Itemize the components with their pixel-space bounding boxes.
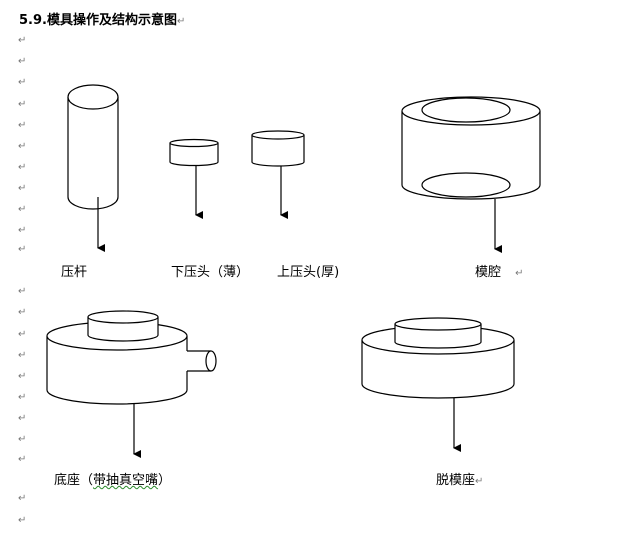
upper-punch-shape: [251, 130, 305, 219]
base-label-prefix: 底座（: [54, 473, 94, 488]
rod-label: 压杆: [61, 265, 88, 280]
lower-punch-shape: [169, 138, 219, 219]
paragraph-mark: ↵: [18, 434, 27, 445]
base-label-suffix: ）: [158, 473, 172, 488]
demold-seat-label-text: 脱模座: [436, 473, 476, 488]
document-heading: 5.9.模具操作及结构示意图↵: [19, 9, 185, 28]
paragraph-mark: ↵: [18, 286, 27, 297]
base-shape: [46, 310, 217, 458]
heading-text: 模具操作及结构示意图: [46, 13, 177, 28]
paragraph-mark: ↵: [18, 77, 27, 88]
paragraph-mark: ↵: [18, 329, 27, 340]
paragraph-mark: ↵: [515, 268, 524, 279]
paragraph-mark: ↵: [18, 307, 27, 318]
paragraph-mark: ↵: [18, 183, 27, 194]
paragraph-mark: ↵: [18, 454, 27, 465]
paragraph-mark: ↵: [176, 16, 186, 27]
base-label: 底座（带抽真空嘴）: [54, 469, 171, 488]
paragraph-mark: ↵: [18, 371, 27, 382]
paragraph-mark: ↵: [18, 141, 27, 152]
paragraph-mark: ↵: [18, 515, 27, 526]
die-cavity-label: 模腔 ↵: [475, 261, 524, 280]
paragraph-mark: ↵: [18, 413, 27, 424]
heading-number: 5.9.: [19, 13, 47, 28]
paragraph-mark: ↵: [18, 244, 27, 255]
paragraph-mark: ↵: [18, 35, 27, 46]
paragraph-mark: ↵: [18, 120, 27, 131]
die-cavity-label-text: 模腔: [475, 265, 502, 280]
paragraph-mark: ↵: [18, 56, 27, 67]
rod-shape: [67, 84, 119, 252]
paragraph-mark: ↵: [18, 350, 27, 361]
paragraph-mark: ↵: [18, 204, 27, 215]
demold-seat-shape: [361, 317, 515, 452]
paragraph-mark: ↵: [18, 162, 27, 173]
demold-seat-label: 脱模座↵: [436, 469, 483, 488]
lower-punch-label: 下压头（薄）: [171, 265, 250, 280]
paragraph-mark: ↵: [18, 225, 27, 236]
paragraph-mark: ↵: [18, 493, 27, 504]
die-cavity-shape: [401, 96, 541, 253]
paragraph-mark: ↵: [18, 392, 27, 403]
paragraph-mark: ↵: [18, 99, 27, 110]
base-label-underlined: 带抽真空嘴: [93, 473, 159, 488]
upper-punch-label: 上压头(厚): [277, 265, 340, 280]
paragraph-mark: ↵: [475, 476, 484, 487]
